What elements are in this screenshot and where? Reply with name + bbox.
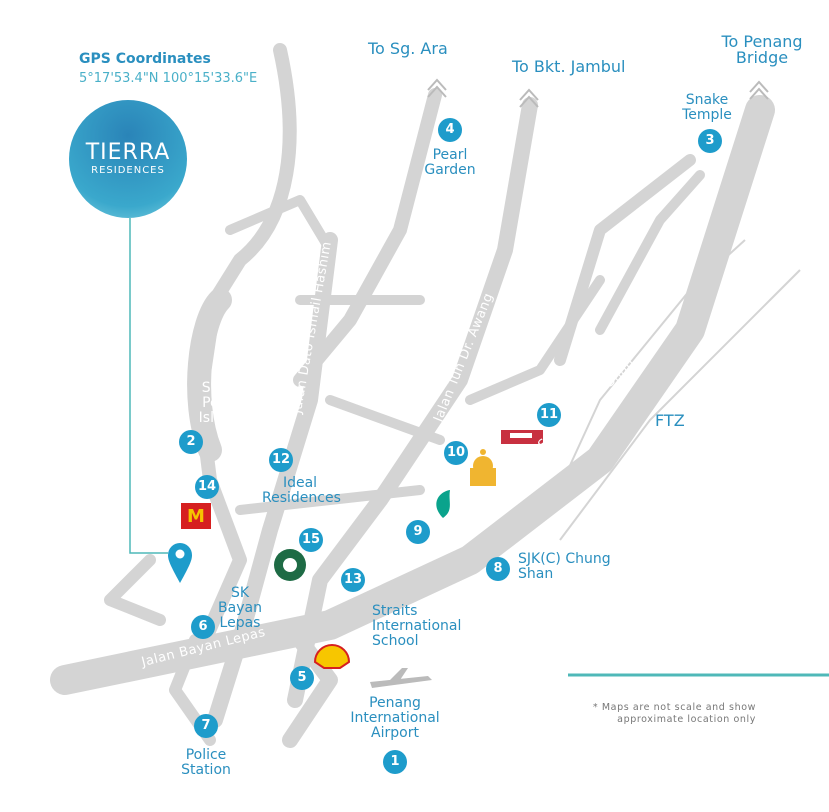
gps-coordinates: 5°17'53.4"N 100°15'33.6"E	[79, 71, 258, 86]
tierra-logo: TIERRA RESIDENCES	[69, 100, 187, 218]
marker-label-4: Pearl Garden	[424, 147, 476, 178]
marker-8[interactable]: 8	[486, 557, 510, 581]
marker-6[interactable]: 6	[191, 615, 215, 639]
logo-name: TIERRA	[85, 140, 171, 165]
marker-10[interactable]: 10	[444, 441, 468, 465]
marker-15[interactable]: 15	[299, 528, 323, 552]
marker-9[interactable]: 9	[406, 520, 430, 544]
marker-label-1: Penang International Airport	[350, 695, 440, 741]
location-pin-icon	[168, 543, 192, 583]
marker-3[interactable]: 3	[698, 129, 722, 153]
airplane-icon	[370, 668, 432, 688]
marker-label-6: SK Bayan Lepas	[218, 585, 262, 631]
direction-chevrons	[427, 78, 769, 108]
starbucks-icon	[274, 549, 306, 581]
marker-label-7: Police Station	[181, 747, 231, 778]
gps-title: GPS Coordinates	[79, 51, 211, 67]
marker-2[interactable]: 2	[179, 430, 203, 454]
road-tun-dr-awang	[287, 97, 538, 708]
road-sg-ara	[293, 88, 442, 387]
marker-14[interactable]: 14	[195, 475, 219, 499]
dest-bkt-jambul: To Bkt. Jambul	[512, 57, 626, 76]
marker-label-12: Ideal Residences	[262, 475, 341, 506]
logo-subtitle: RESIDENCES	[91, 165, 165, 176]
road-dato-ismail	[207, 232, 338, 728]
marker-13[interactable]: 13	[341, 568, 365, 592]
area-ftz: FTZ	[655, 411, 685, 430]
mosque-icon	[470, 449, 496, 486]
marker-label-8: SJK(C) Chung Shan	[518, 551, 611, 582]
marker-4[interactable]: 4	[438, 118, 462, 142]
marker-label-3: Snake Temple	[682, 92, 732, 123]
marker-label-2: SP Setia Pearl Island	[198, 365, 241, 426]
marker-1[interactable]: 1	[383, 750, 407, 774]
marker-5[interactable]: 5	[290, 666, 314, 690]
road-bayan-lepas	[50, 95, 775, 695]
school-bus-icon	[501, 430, 543, 444]
dest-penang-bridge: To Penang Bridge	[721, 32, 803, 67]
petronas-icon	[436, 490, 450, 518]
marker-12[interactable]: 12	[269, 448, 293, 472]
svg-text:M: M	[187, 506, 205, 527]
disclaimer-note: * Maps are not scale and show approximat…	[592, 702, 756, 725]
logo-pointer-line	[129, 218, 168, 554]
mcdonalds-icon: M	[181, 503, 211, 529]
marker-7[interactable]: 7	[194, 714, 218, 738]
marker-11[interactable]: 11	[537, 403, 561, 427]
dest-sg-ara: To Sg. Ara	[368, 39, 448, 58]
marker-label-13: Straits International School	[372, 603, 462, 649]
shell-icon	[313, 644, 351, 669]
